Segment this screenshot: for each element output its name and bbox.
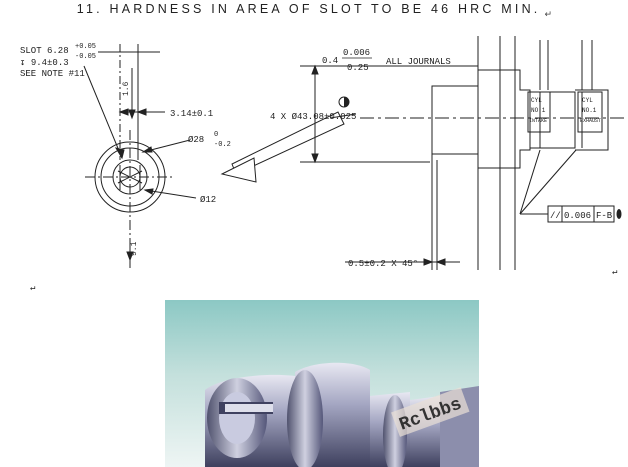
slot-tol-minus: -0.05 [75,53,96,61]
camshaft-render: Rclbbs [165,300,479,467]
runout-numerator: 0.006 [343,48,370,58]
exhaust-cyl: CYL [582,97,593,104]
fcf-datum-dot-icon [616,209,622,219]
hardness-note: 11. HARDNESS IN AREA OF SLOT TO BE 46 HR… [0,2,628,20]
exhaust-label: EXHAUST [580,118,601,124]
intake-no: NO.1 [531,107,546,114]
dim-3-14: 3.14±0.1 [170,109,213,119]
dim-1-6: 1.6 [122,81,131,96]
chamfer-dim: 0.5±0.2 X 45° [348,259,418,269]
fcf-symbol: // [550,211,561,221]
dim-9-1: 9.1 [130,241,139,256]
slot-line2: ↧ 9.4±0.3 [20,58,69,68]
fcf-value: 0.006 [564,211,591,221]
dim-dia-12: Ø12 [200,195,216,205]
dim-dia-28-lower: -0.2 [214,141,231,149]
intake-cyl: CYL [531,97,542,104]
dim-dia-28-upper: 0 [214,131,218,139]
all-journals-label: ALL JOURNALS [386,57,451,67]
engineering-drawing: SLOT 6.28 +0.05 -0.05 ↧ 9.4±0.3 SEE NOTE… [20,36,625,293]
slot-tol-plus: +0.05 [75,43,96,51]
para-mark-right: ↵ [612,267,617,277]
para-mark-left: ↵ [30,283,35,293]
runout-prefix: 0.4 [322,56,338,66]
paragraph-mark: ↵ [544,10,556,20]
intake-label: INTAKE [529,118,547,124]
hardness-note-text: 11. HARDNESS IN AREA OF SLOT TO BE 46 HR… [76,2,541,16]
slot-line3: SEE NOTE #11 [20,69,85,79]
journal-diameter: 4 X Ø43.08±0.025 [270,112,356,122]
fcf-datum: F-B [596,211,613,221]
exhaust-no: NO.1 [582,107,597,114]
dim-dia-28: Ø28 [188,135,204,145]
slot-line1: SLOT 6.28 [20,46,69,56]
runout-denominator: 0.25 [347,63,369,73]
